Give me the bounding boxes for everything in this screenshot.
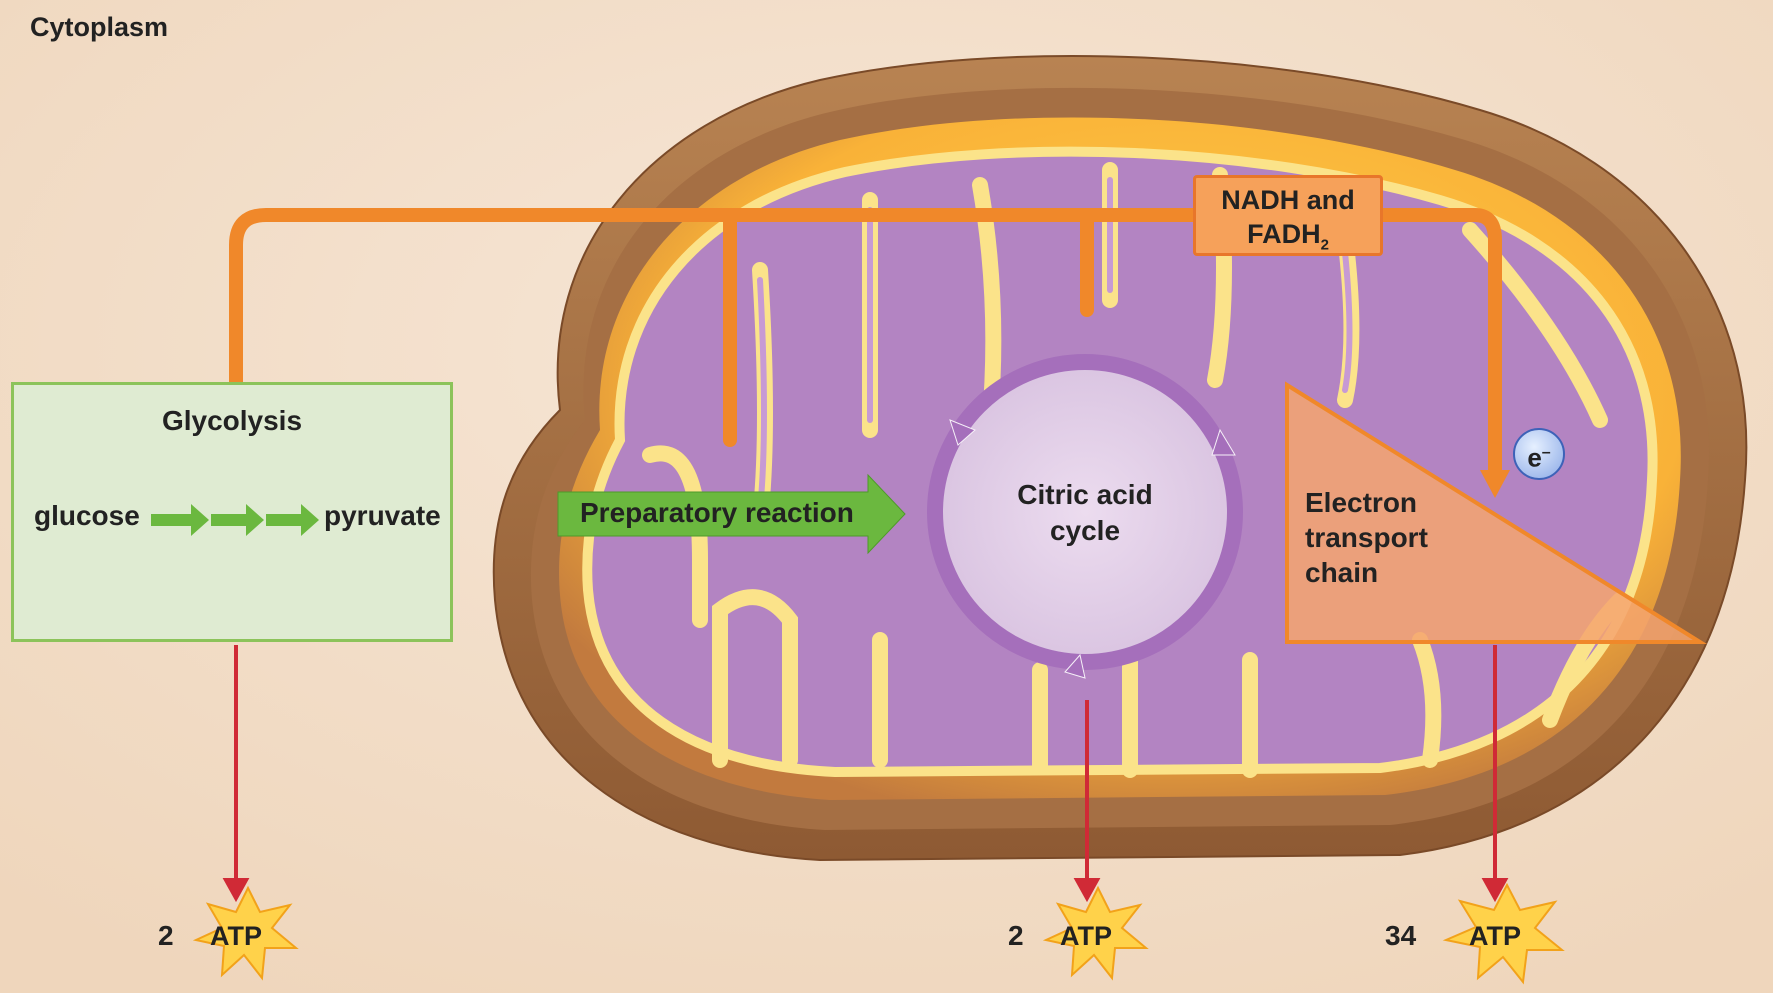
preparatory-reaction-label: Preparatory reaction xyxy=(580,497,854,529)
glycolysis-box: Glycolysis glucose pyruvate xyxy=(11,382,453,642)
etc-line-1: Electron xyxy=(1305,485,1485,520)
electron-badge: e– xyxy=(1513,428,1565,480)
cac-line-2: cycle xyxy=(985,513,1185,549)
carriers-line-1: NADH and xyxy=(1196,183,1380,217)
step-arrow-3 xyxy=(266,504,319,536)
step-arrow-1 xyxy=(151,504,209,536)
cytoplasm-label: Cytoplasm xyxy=(30,12,168,43)
glycolysis-output-label: pyruvate xyxy=(324,500,441,532)
glycolysis-title: Glycolysis xyxy=(14,405,450,437)
carriers-line-2-base: FADH xyxy=(1247,219,1321,249)
cac-line-1: Citric acid xyxy=(985,477,1185,513)
electron-symbol: e xyxy=(1527,443,1541,473)
atp-count-citric-acid-cycle: 2 xyxy=(1008,920,1024,952)
citric-acid-cycle-label: Citric acid cycle xyxy=(985,477,1185,549)
etc-line-3: chain xyxy=(1305,555,1485,590)
glycolysis-steps-arrows xyxy=(151,502,331,538)
etc-line-2: transport xyxy=(1305,520,1485,555)
carriers-line-2-sub: 2 xyxy=(1321,236,1329,253)
atp-label-citric-acid-cycle: ATP xyxy=(1046,921,1126,952)
glycolysis-input-label: glucose xyxy=(34,500,140,532)
carriers-line-2: FADH2 xyxy=(1196,217,1380,262)
electron-carriers-box: NADH and FADH2 xyxy=(1193,175,1383,256)
atp-label-electron-transport-chain: ATP xyxy=(1455,921,1535,952)
atp-count-electron-transport-chain: 34 xyxy=(1385,920,1416,952)
atp-count-glycolysis: 2 xyxy=(158,920,174,952)
step-arrow-2 xyxy=(211,504,264,536)
electron-transport-chain-label: Electron transport chain xyxy=(1305,485,1485,590)
electron-charge: – xyxy=(1542,444,1551,461)
atp-label-glycolysis: ATP xyxy=(196,921,276,952)
